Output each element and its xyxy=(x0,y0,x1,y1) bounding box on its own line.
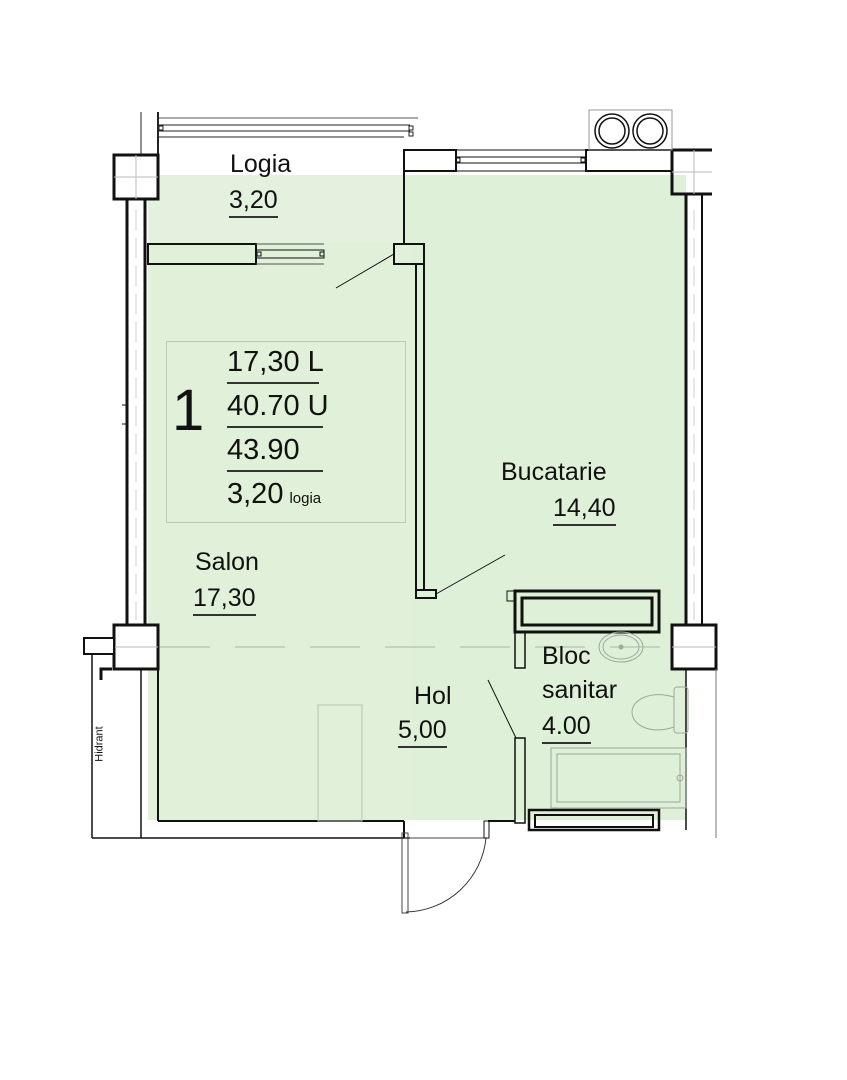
room-salon-area: 17,30 xyxy=(193,586,256,616)
room-bucatarie-area: 14,40 xyxy=(553,496,616,526)
room-name-line2: sanitar xyxy=(542,676,618,704)
room-bloc-sanitar-area: 4.00 xyxy=(542,714,591,744)
room-name: Logia xyxy=(230,150,292,178)
room-area: 4.00 xyxy=(542,714,591,744)
usable-area-row: 40.70 U xyxy=(227,392,329,421)
divider xyxy=(227,382,319,384)
ventilation-pipes-icon xyxy=(588,109,673,151)
room-area: 5,00 xyxy=(398,718,447,748)
bathtub-icon xyxy=(550,747,687,809)
room-logia: Logia xyxy=(230,152,291,177)
room-name: Salon xyxy=(195,548,259,576)
room-bloc-sanitar: Bloc sanitar xyxy=(542,644,617,703)
living-suffix: L xyxy=(307,346,324,378)
apartment-summary-box xyxy=(166,341,406,523)
divider xyxy=(227,426,323,428)
walls xyxy=(83,148,718,914)
loggia-area: 3,20 xyxy=(227,478,284,510)
room-hol-area: 5,00 xyxy=(398,718,447,748)
divider xyxy=(227,470,323,472)
room-area: 3,20 xyxy=(229,188,278,218)
room-salon: Salon xyxy=(195,550,259,575)
room-logia-area: 3,20 xyxy=(229,188,278,218)
usable-suffix: U xyxy=(307,390,329,422)
total-area-row: 43.90 xyxy=(227,436,300,465)
toilet-icon xyxy=(631,694,675,731)
room-area: 14,40 xyxy=(553,496,616,526)
living-area-row: 17,30 L xyxy=(227,348,324,377)
room-name-line1: Bloc xyxy=(542,642,591,670)
room-name: Hol xyxy=(414,682,452,710)
room-bucatarie: Bucatarie xyxy=(501,460,607,485)
apartment-number: 1 xyxy=(172,378,205,443)
loggia-window xyxy=(140,112,418,160)
bathroom-fixtures xyxy=(317,631,689,822)
hidrant-label: Hidrant xyxy=(93,726,106,762)
room-area: 17,30 xyxy=(193,586,256,616)
total-area: 43.90 xyxy=(227,434,300,466)
loggia-suffix: logia xyxy=(289,490,322,507)
usable-area: 40.70 xyxy=(227,390,300,422)
room-hol: Hol xyxy=(414,684,452,709)
room-name: Bucatarie xyxy=(501,458,607,486)
living-area: 17,30 xyxy=(227,346,300,378)
loggia-area-row: 3,20 logia xyxy=(227,480,321,509)
